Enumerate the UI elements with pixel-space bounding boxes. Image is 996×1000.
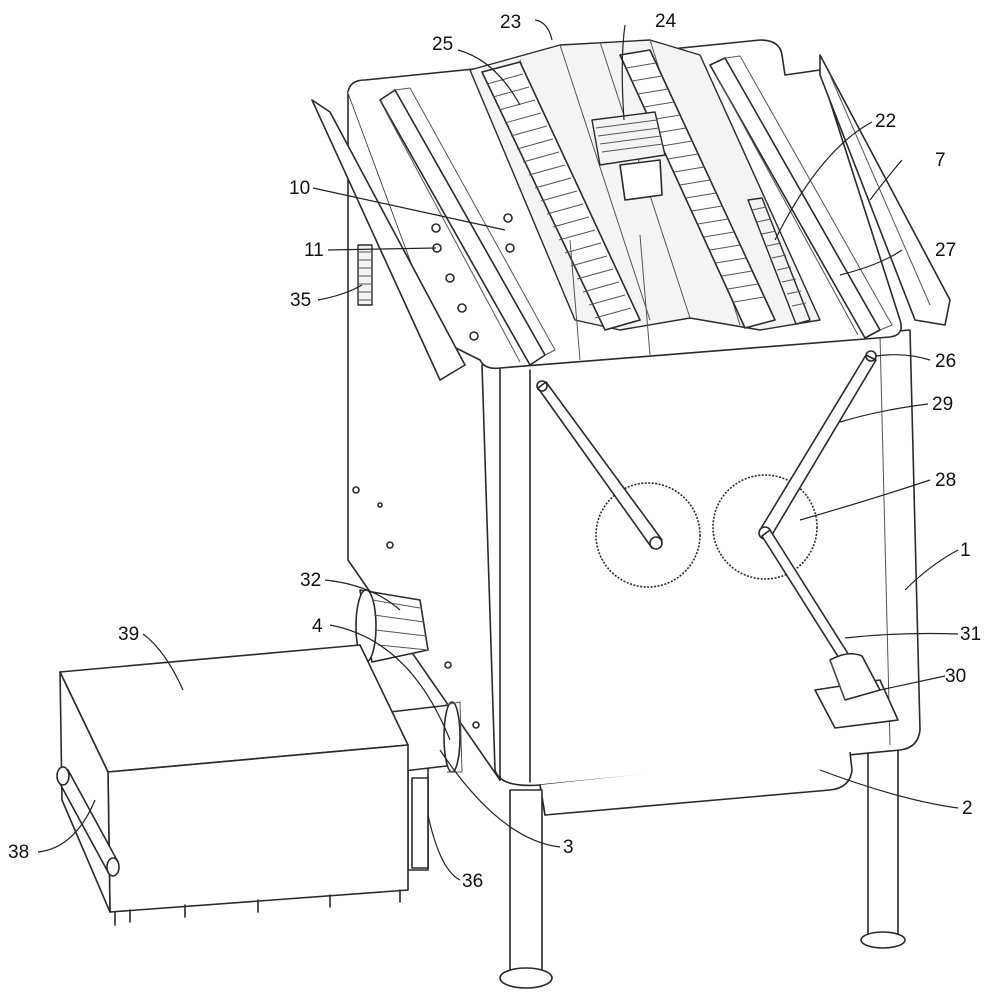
label-39: 39 [118, 624, 139, 645]
label-31: 31 [960, 624, 981, 645]
label-22: 22 [875, 111, 896, 132]
label-26: 26 [935, 351, 956, 372]
drive-mechanism [536, 350, 899, 729]
label-24: 24 [655, 11, 677, 32]
label-23: 23 [500, 12, 521, 33]
label-10: 10 [289, 178, 310, 199]
label-27: 27 [935, 240, 956, 261]
leader-lines [37, 19, 959, 881]
label-28: 28 [935, 470, 956, 491]
label-7: 7 [935, 150, 946, 171]
label-35: 35 [290, 290, 311, 311]
collection-box [56, 644, 409, 926]
top-hopper [311, 39, 951, 381]
label-2: 2 [962, 798, 973, 819]
label-30: 30 [945, 666, 966, 687]
label-3: 3 [563, 837, 574, 858]
label-32: 32 [300, 570, 321, 591]
label-11: 11 [304, 240, 324, 261]
label-4: 4 [312, 616, 323, 637]
label-38: 38 [8, 842, 29, 863]
label-36: 36 [462, 871, 483, 892]
front-legs [499, 789, 553, 989]
reference-numerals: 23 24 25 22 7 10 27 11 35 26 29 28 1 32 … [8, 11, 981, 892]
label-29: 29 [932, 394, 953, 415]
label-1: 1 [960, 540, 971, 561]
label-25: 25 [432, 34, 453, 55]
